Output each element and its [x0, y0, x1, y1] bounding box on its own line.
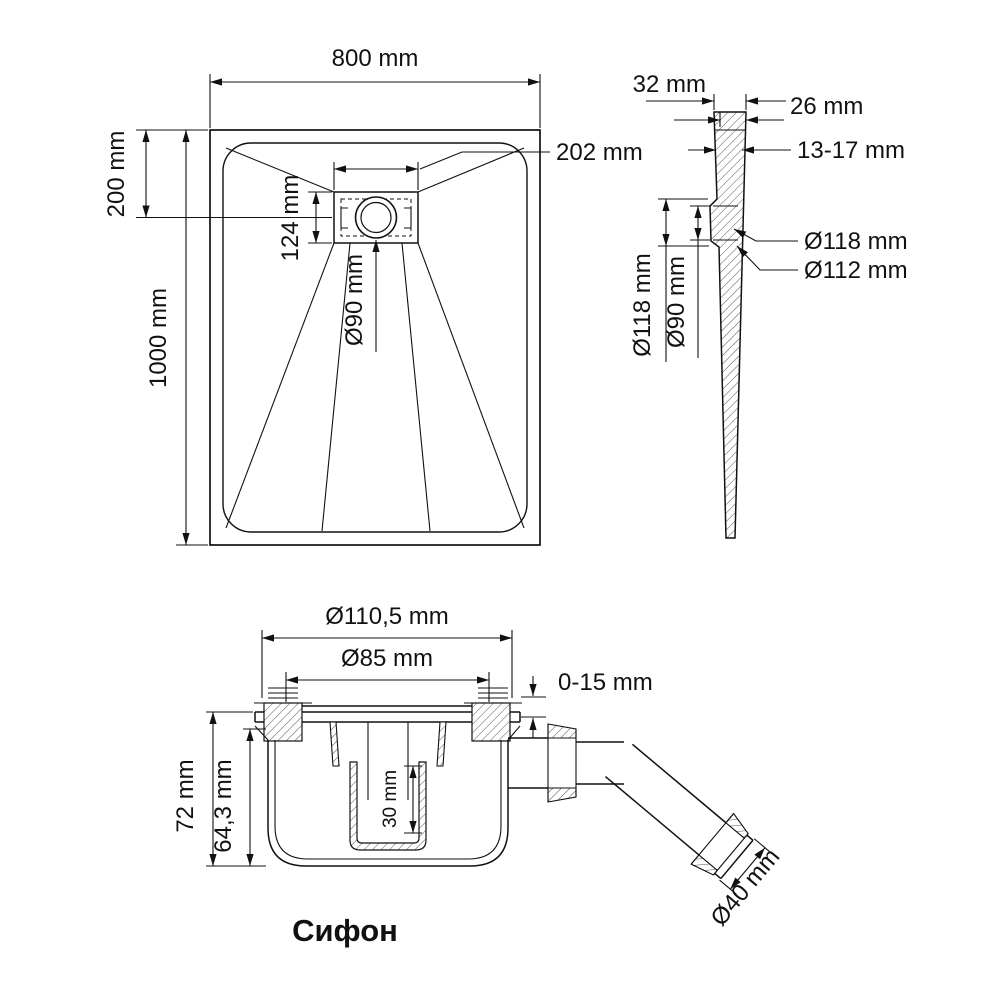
plan-height-label: 1000 mm [145, 288, 172, 388]
siphon-cup [349, 761, 427, 851]
side-range-13-17-label: 13-17 mm [797, 137, 905, 164]
plan-view-dimensions: 800 mm 200 mm 1000 mm 202 mm 124 mm Ø90 … [103, 45, 643, 546]
siphon-outlet-pipe [508, 723, 624, 803]
siphon-drawing: Ø40 mm Ø110,5 mm Ø85 mm 0-15 mm 72 mm [172, 603, 785, 948]
siphon-outlet-dia40-label: Ø40 mm [705, 844, 785, 932]
siphon-depth-30-label: 30 mm [380, 770, 401, 828]
side-dia118-left-label: Ø118 mm [629, 253, 656, 357]
side-view-drawing: 32 mm 26 mm 13-17 mm Ø118 mm Ø112 mm Ø11… [629, 71, 908, 539]
plan-plate-height-label: 124 mm [277, 175, 304, 262]
plan-drain-diameter-label: Ø90 mm [341, 254, 368, 346]
plan-view-drawing: 800 mm 200 mm 1000 mm 202 mm 124 mm Ø90 … [103, 45, 643, 546]
siphon-screws [254, 687, 522, 742]
siphon-funnel [329, 721, 447, 800]
side-edge-26-label: 26 mm [790, 93, 863, 120]
siphon-elbow: Ø40 mm [604, 743, 785, 932]
tray-inner-edge [222, 142, 528, 533]
side-thickness-32-label: 32 mm [633, 71, 706, 98]
plan-plate-width-label: 202 mm [556, 139, 643, 166]
siphon-caption: Сифон [292, 913, 398, 948]
tray-section-panel [709, 111, 747, 539]
siphon-height-72-label: 72 mm [172, 759, 199, 832]
tray-outer-edge [209, 129, 541, 546]
side-dia112-right-label: Ø112 mm [804, 257, 908, 284]
siphon-dia110-label: Ø110,5 mm [325, 603, 449, 630]
slope-lines [225, 147, 525, 532]
side-view-dimensions: 32 mm 26 mm 13-17 mm Ø118 mm Ø112 mm Ø11… [629, 71, 908, 362]
plan-drain-offset-label: 200 mm [103, 131, 130, 218]
siphon-height-64-label: 64,3 mm [210, 759, 237, 852]
side-dia90-left-label: Ø90 mm [663, 256, 690, 348]
plan-width-label: 800 mm [332, 45, 419, 72]
drain-plate [333, 191, 419, 244]
siphon-range-0-15-label: 0-15 mm [558, 669, 653, 696]
siphon-dimensions: Ø110,5 mm Ø85 mm 0-15 mm 72 mm 64,3 mm [172, 603, 653, 867]
drain-hole [354, 196, 398, 239]
side-dia118-right-label: Ø118 mm [804, 228, 908, 255]
siphon-dia85-label: Ø85 mm [341, 645, 433, 672]
